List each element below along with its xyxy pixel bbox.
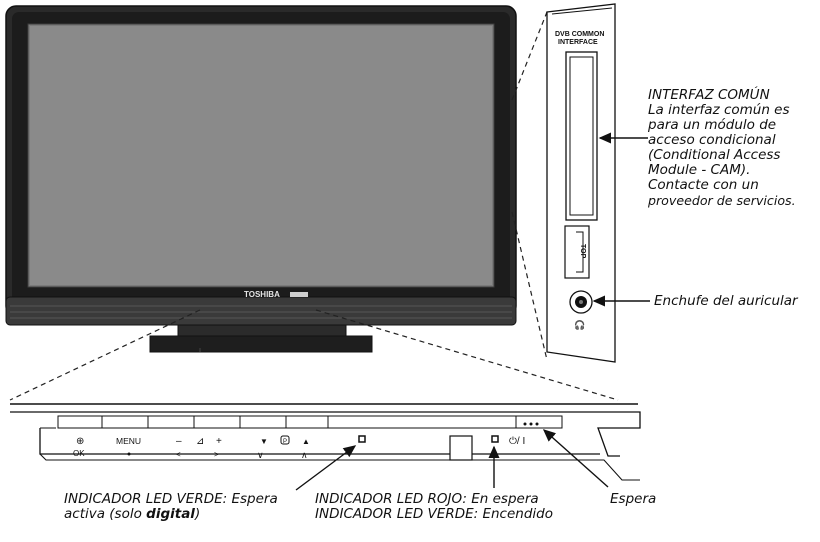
speaker-strip — [5, 296, 517, 326]
control-bar: ⊕ MENU – ⊿ + ▼ P ▲ ⏻/ I OK < > ∨ ∧ — [10, 403, 641, 481]
ci-line-4: (Conditional Access — [648, 147, 781, 163]
red-led-line2: INDICADOR LED VERDE: Encendido — [315, 506, 553, 522]
top-label: TOP — [579, 244, 586, 259]
green-led-line2: activa (solo digital) — [64, 506, 201, 522]
svg-text:∨: ∨ — [257, 450, 264, 460]
input-icon: ⊕ — [76, 436, 84, 447]
ci-line-3: acceso condicional — [648, 132, 776, 148]
btn-prog-up[interactable] — [285, 415, 329, 429]
vol-minus-icon: – — [176, 436, 182, 447]
ci-line-5: Module - CAM). — [648, 162, 751, 178]
green-led-line1: INDICADOR LED VERDE: Espera — [64, 491, 278, 507]
sensor-window — [449, 435, 473, 461]
ok-label: OK — [73, 449, 85, 458]
ci-line-7: proveedor de servicios. — [648, 193, 796, 208]
vol-icon: ⊿ — [196, 436, 204, 447]
arrow-green-led — [295, 445, 357, 491]
standby-label: Espera — [610, 491, 657, 507]
ci-line-2: para un módulo de — [648, 117, 777, 133]
ci-line-6: Contacte con un — [648, 177, 759, 193]
stand-base — [149, 335, 373, 353]
btn-prog-down[interactable] — [239, 415, 287, 429]
btn-power-top[interactable] — [515, 415, 563, 429]
zoom-leaders-side — [511, 11, 548, 361]
btn-vol-down[interactable] — [147, 415, 195, 429]
btn-input[interactable] — [57, 415, 103, 429]
vol-plus-icon: + — [216, 436, 222, 447]
slot-label-line1: DVB COMMON — [555, 31, 604, 38]
slot-label-line2: INTERFACE — [558, 39, 598, 46]
led-red-green — [491, 435, 499, 443]
menu-label: MENU — [116, 436, 141, 446]
btn-menu[interactable] — [101, 415, 149, 429]
zoom-leaders-bottom — [9, 309, 619, 401]
headphone-label: Enchufe del auricular — [654, 293, 798, 309]
tv-screen-glare — [30, 26, 492, 285]
brand-logo: TOSHIBA — [244, 290, 280, 299]
headphone-icon: 🎧 — [574, 319, 585, 330]
svg-text:P: P — [283, 439, 287, 445]
led-green-standby — [358, 435, 366, 443]
top-connector[interactable] — [564, 225, 590, 279]
prog-up-icon: ▲ — [302, 437, 310, 446]
power-icon: ⏻/ I — [509, 436, 525, 447]
tv-front: TOSHIBA — [5, 5, 517, 353]
prog-icon — [280, 435, 290, 445]
prog-down-icon: ▼ — [260, 437, 268, 446]
svg-text:<: < — [176, 450, 181, 459]
red-led-line1: INDICADOR LED ROJO: En espera — [315, 491, 539, 507]
led-bezel — [290, 292, 308, 297]
side-panel: DVB COMMON INTERFACE TOP 🎧 — [546, 3, 616, 363]
led-strip — [327, 415, 517, 429]
ci-slot-inner — [569, 56, 594, 216]
arrow-standby — [542, 429, 609, 488]
ci-title: INTERFAZ COMÚN — [648, 87, 770, 103]
svg-text:>: > — [214, 450, 219, 459]
svg-text:∧: ∧ — [301, 450, 308, 460]
btn-vol-up[interactable] — [193, 415, 241, 429]
ci-line-1: La interfaz común es — [648, 102, 790, 118]
stand-neck — [177, 324, 347, 337]
